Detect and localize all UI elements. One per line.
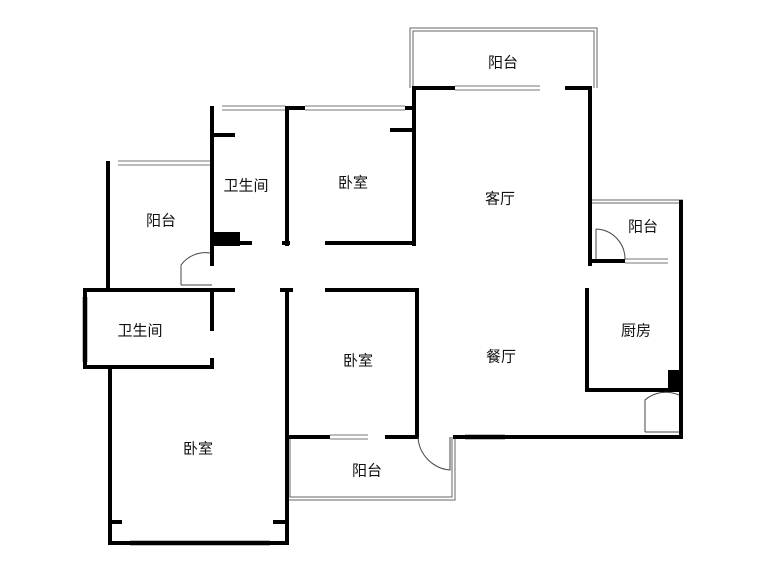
room-label-bathroom-upper: 卫生间 <box>223 176 269 195</box>
door-swings <box>180 228 680 471</box>
room-label-balcony-top: 阳台 <box>487 53 519 72</box>
room-label-bathroom-lower: 卫生间 <box>117 321 163 340</box>
room-label-balcony-kitchen: 阳台 <box>627 217 659 236</box>
room-label-bedroom-master: 卧室 <box>182 439 214 458</box>
room-label-bedroom-upper: 卧室 <box>337 173 369 192</box>
room-label-living-room: 客厅 <box>484 189 516 208</box>
room-label-dining-room: 餐厅 <box>485 347 517 366</box>
balcony-railings <box>286 27 683 501</box>
room-label-balcony-left: 阳台 <box>145 211 177 230</box>
room-label-kitchen: 厨房 <box>620 321 652 340</box>
walls <box>83 86 683 545</box>
room-label-bedroom-middle: 卧室 <box>342 351 374 370</box>
room-label-balcony-bottom: 阳台 <box>351 461 383 480</box>
